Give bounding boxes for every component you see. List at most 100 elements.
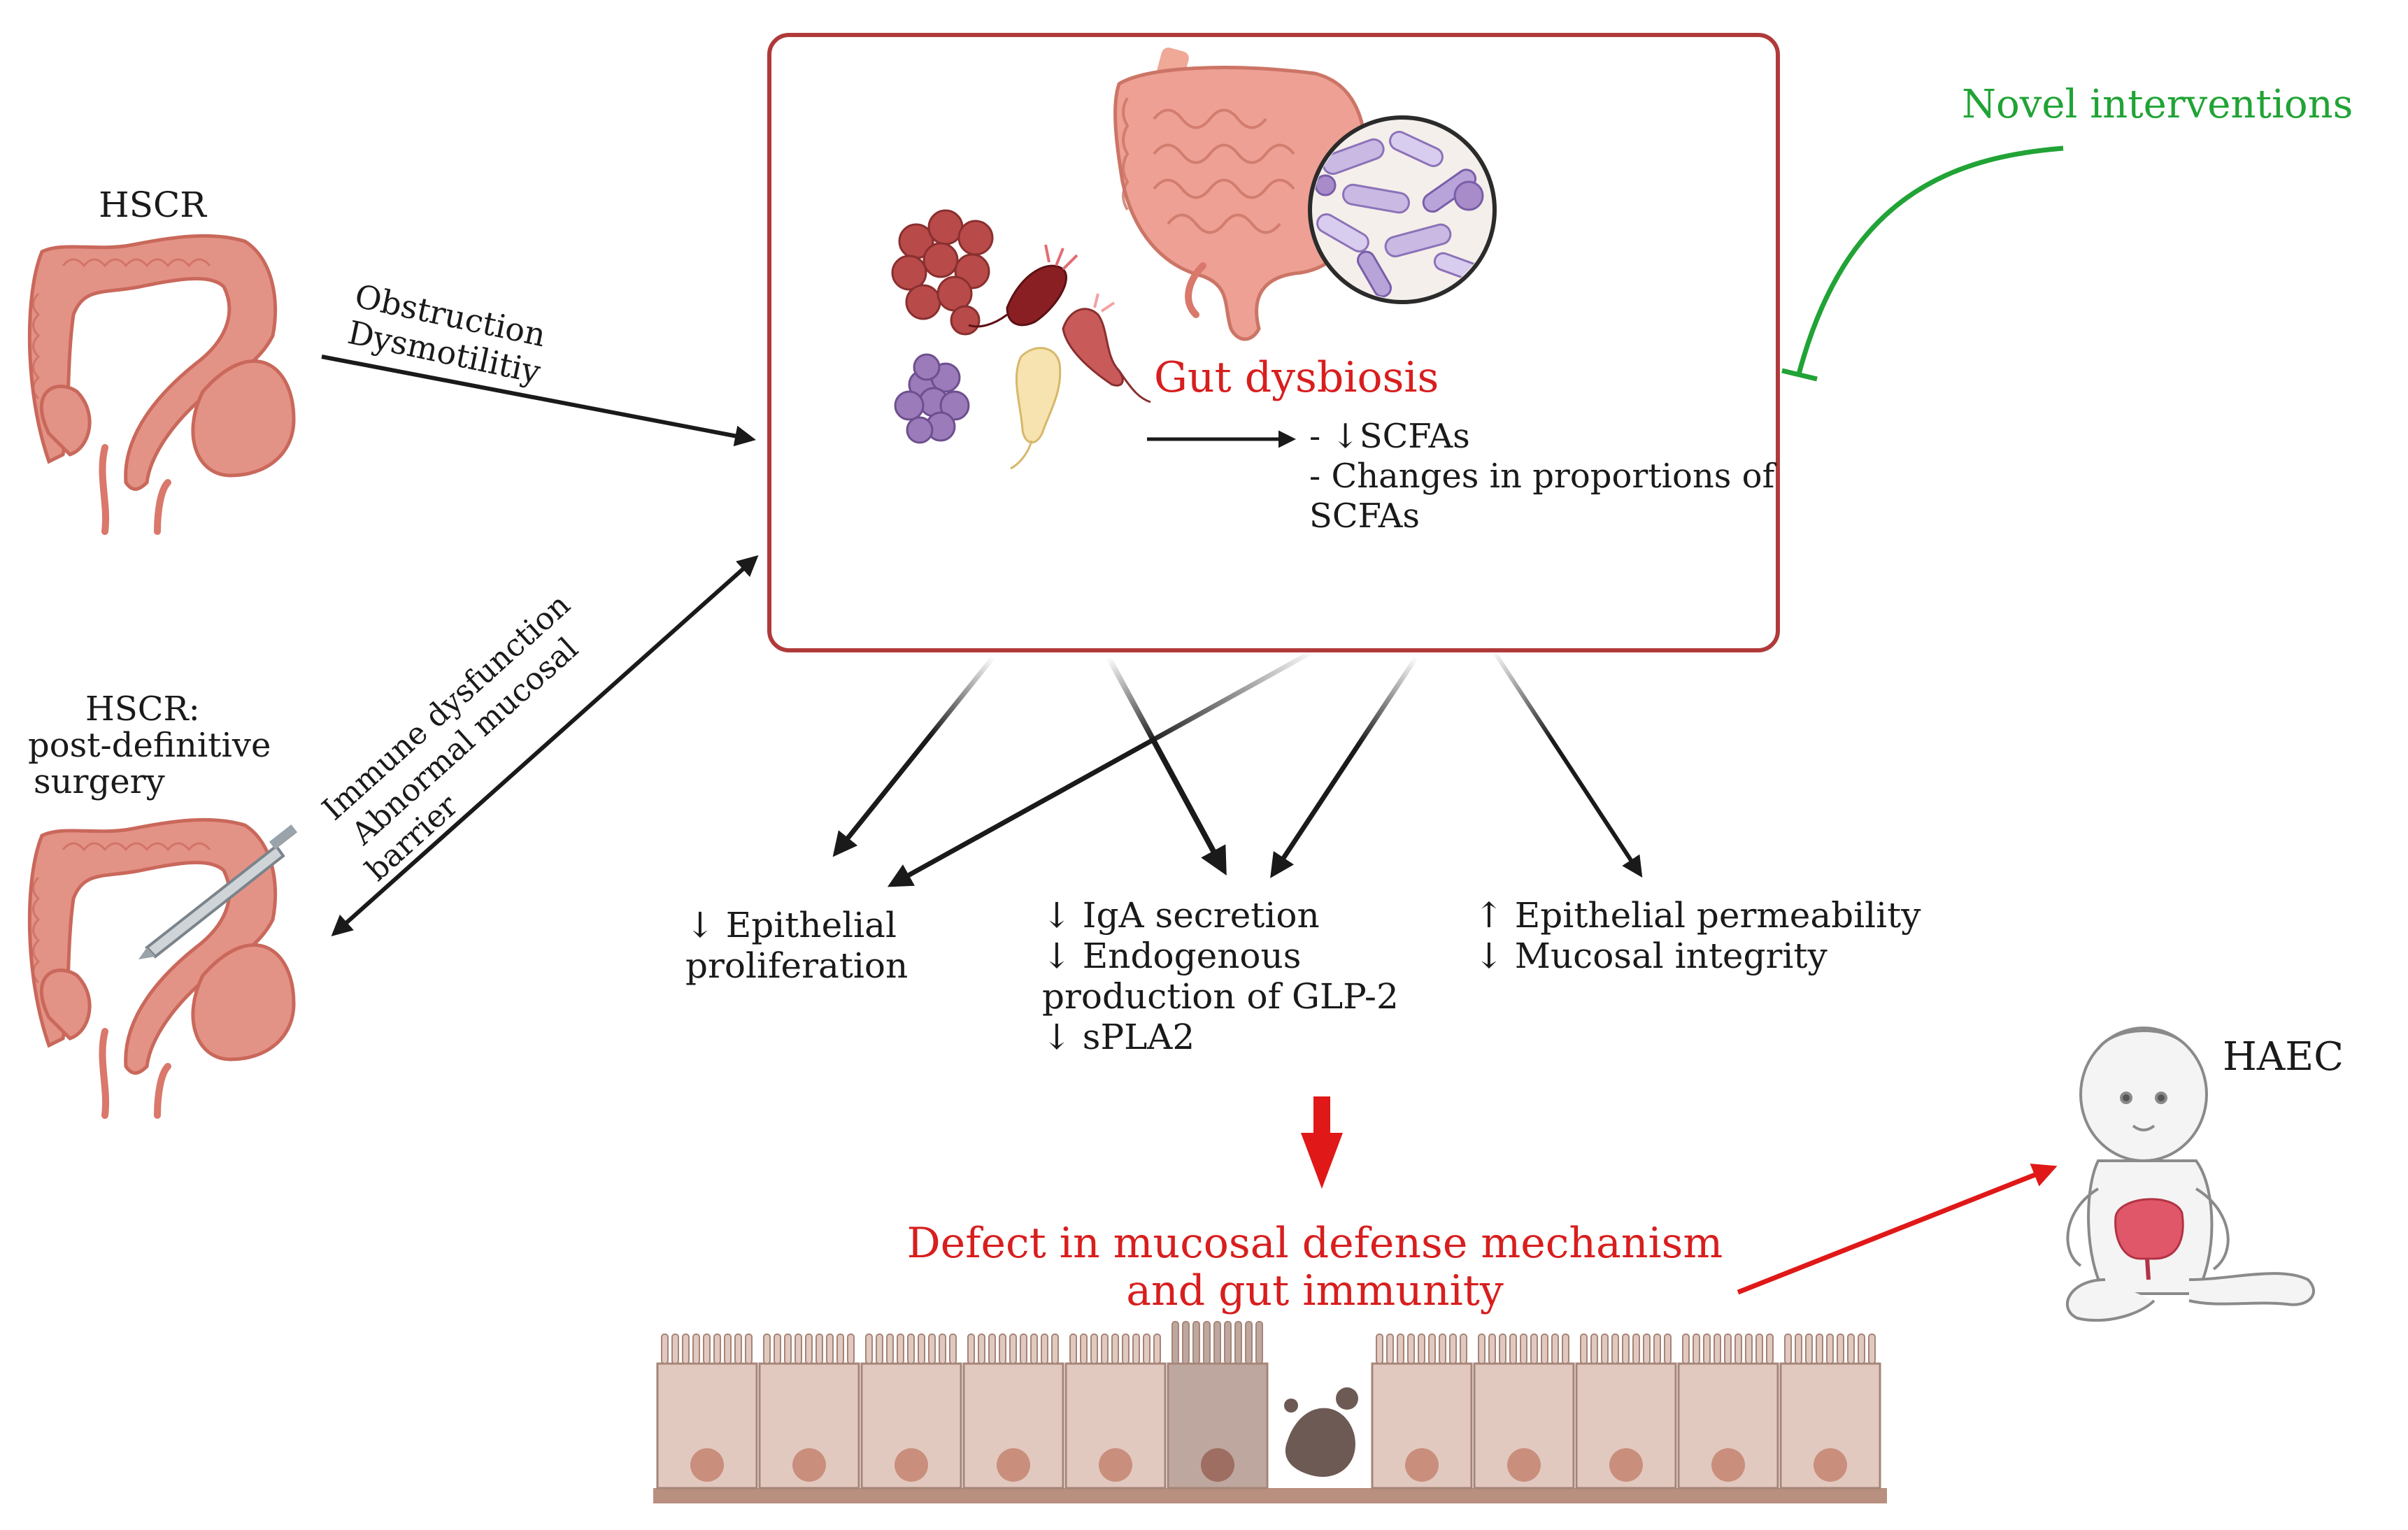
microvillus — [1858, 1334, 1865, 1364]
microvillus — [1682, 1334, 1690, 1364]
microvillus — [1499, 1334, 1506, 1364]
epithelium-illustration — [653, 1321, 1887, 1503]
microvillus — [978, 1334, 985, 1364]
cell-nucleus — [895, 1448, 928, 1482]
gut-dysbiosis-title: Gut dysbiosis — [1154, 353, 1439, 402]
microvillus — [1051, 1334, 1059, 1364]
microvillus — [774, 1334, 781, 1364]
arrow-to-haec — [1737, 1164, 2058, 1295]
microvillus — [745, 1334, 753, 1364]
microvillus — [918, 1334, 925, 1364]
microvillus — [1816, 1334, 1823, 1364]
microvillus — [1632, 1334, 1640, 1364]
microvillus — [1439, 1334, 1446, 1364]
scalpel-icon — [138, 824, 298, 959]
microvillus — [1009, 1334, 1017, 1364]
intestine-icon — [1113, 48, 1367, 341]
microvillus — [1020, 1334, 1027, 1364]
microvillus — [1868, 1334, 1876, 1364]
microvillus — [886, 1334, 894, 1364]
microvillus — [1653, 1334, 1661, 1364]
microvillus — [988, 1334, 996, 1364]
microvillus — [1143, 1334, 1150, 1364]
debris-blob — [1336, 1387, 1358, 1410]
microvillus — [1030, 1334, 1038, 1364]
microvillus — [1714, 1334, 1721, 1364]
microvillus — [1755, 1334, 1763, 1364]
cell-nucleus — [1609, 1448, 1643, 1482]
defect-line1: Defect in mucosal defense mechanism — [907, 1219, 1723, 1268]
microvillus — [1397, 1334, 1404, 1364]
microvillus — [1428, 1334, 1436, 1364]
iga-line3: production of GLP-2 — [1042, 976, 1399, 1017]
microvillus — [784, 1334, 792, 1364]
microvillus — [1766, 1334, 1774, 1364]
cell-nucleus — [792, 1448, 826, 1482]
novel-interventions-label: Novel interventions — [1962, 82, 2353, 127]
microvillus — [1826, 1334, 1834, 1364]
microvillus — [815, 1334, 823, 1364]
arrow-to-proliferation-2 — [887, 648, 1316, 887]
microvillus — [1784, 1334, 1792, 1364]
microvillus — [1541, 1334, 1548, 1364]
microvillus — [671, 1334, 679, 1364]
proliferation-line2: proliferation — [685, 945, 908, 986]
immune-arrow — [331, 555, 759, 936]
debris-blob — [1285, 1408, 1355, 1477]
basement-membrane — [653, 1488, 1887, 1503]
microvillus — [682, 1334, 690, 1364]
arrow-to-permeability — [1491, 649, 1643, 878]
microvillus — [999, 1334, 1006, 1364]
haec-label: HAEC — [2223, 1034, 2344, 1080]
microvillus — [1101, 1334, 1109, 1364]
microvillus — [1520, 1334, 1527, 1364]
microvillus — [703, 1334, 711, 1364]
hscr-post-label-line1: HSCR: — [85, 689, 200, 729]
hscr-post-label-line2: post-definitive — [28, 726, 271, 765]
arrow-to-iga-2 — [1270, 656, 1418, 878]
microvillus — [1611, 1334, 1619, 1364]
arrow-to-proliferation-1 — [832, 655, 995, 857]
microvillus — [1449, 1334, 1457, 1364]
microvillus — [1551, 1334, 1559, 1364]
microscope-view-icon — [1308, 115, 1497, 304]
microvillus — [1245, 1321, 1253, 1364]
microvillus — [805, 1334, 813, 1364]
microvillus — [907, 1334, 915, 1364]
microvillus — [1090, 1334, 1098, 1364]
microvillus — [1203, 1321, 1211, 1364]
microvillus — [1122, 1334, 1130, 1364]
immune-label-line1: Immune dysfunction — [315, 587, 577, 827]
microvillus — [1562, 1334, 1569, 1364]
microvillus — [1478, 1334, 1486, 1364]
microvillus — [1255, 1321, 1263, 1364]
microvillus — [1488, 1334, 1496, 1364]
microvillus — [1530, 1334, 1538, 1364]
microvillus — [897, 1334, 904, 1364]
cell-nucleus — [1099, 1448, 1132, 1482]
permeability-line2: ↓ Mucosal integrity — [1474, 936, 1828, 976]
microvillus — [1837, 1334, 1844, 1364]
cell-nucleus — [1507, 1448, 1541, 1482]
microvillus — [1153, 1334, 1161, 1364]
microvillus — [1590, 1334, 1598, 1364]
microvillus — [1192, 1321, 1200, 1364]
hscr-post-colon-illustration — [27, 817, 296, 1119]
microvillus — [1580, 1334, 1588, 1364]
microvillus — [1213, 1321, 1221, 1364]
microvillus — [1460, 1334, 1467, 1364]
microvillus — [1069, 1334, 1077, 1364]
microvillus — [836, 1334, 844, 1364]
permeability-line1: ↑ Epithelial permeability — [1474, 895, 1921, 936]
hscr-post-label-line3: surgery — [34, 762, 165, 801]
obstruction-arrow — [321, 355, 756, 447]
microvillus — [1805, 1334, 1813, 1364]
bacteria-cluster-icon — [891, 209, 1151, 470]
microvillus — [1734, 1334, 1742, 1364]
microvillus — [1847, 1334, 1855, 1364]
debris-blob — [1284, 1399, 1298, 1413]
cell-nucleus — [1711, 1448, 1745, 1482]
scfa-line2: - Changes in proportions of — [1309, 457, 1777, 496]
microvillus — [928, 1334, 936, 1364]
